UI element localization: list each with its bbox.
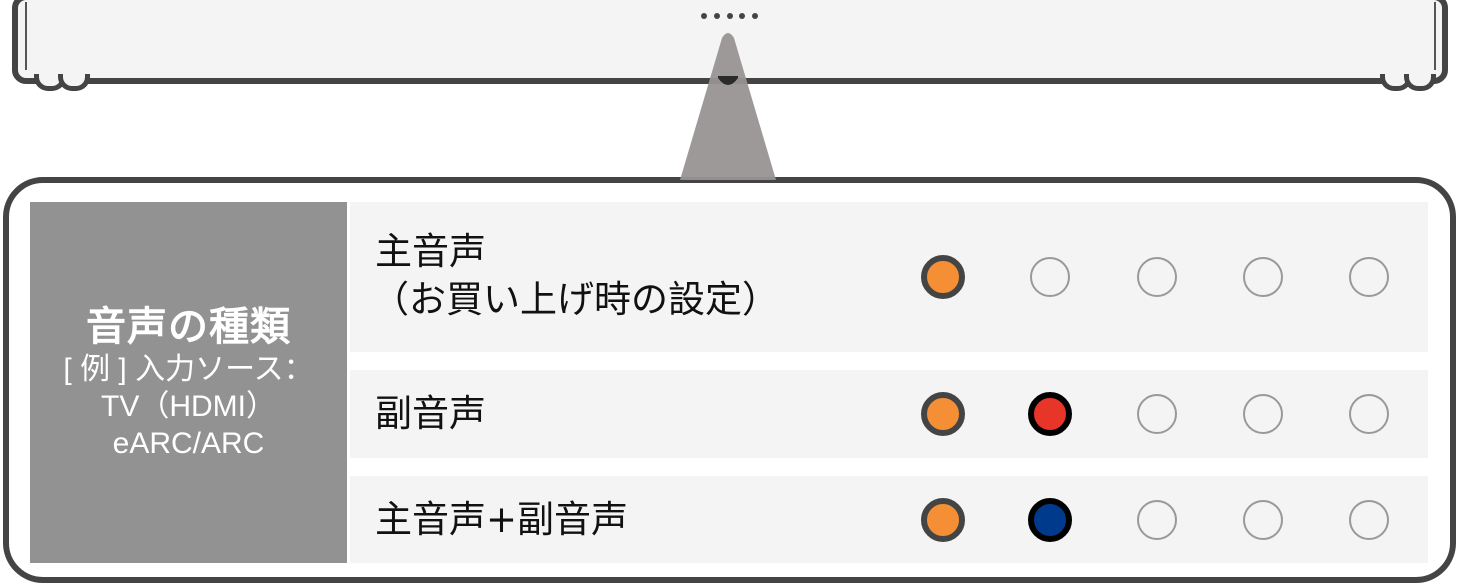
- lamp-off-icon: [1030, 257, 1070, 297]
- lamp-red-icon: [1028, 392, 1072, 436]
- lamp-off-icon: [1137, 394, 1177, 434]
- header-subtitle-line: eARC/ARC: [112, 427, 265, 460]
- lamp-off-icon: [1243, 257, 1283, 297]
- lamp-off-icon: [1349, 394, 1389, 434]
- soundbar-foot: [58, 74, 90, 91]
- header-subtitle-line: TV（HDMI）: [101, 390, 276, 423]
- row-label: 副音声: [375, 392, 486, 435]
- indicator-dot-icon: [701, 13, 707, 19]
- lamp-off-icon: [1137, 500, 1177, 540]
- lamp-off-icon: [1243, 500, 1283, 540]
- indicator-dot-icon: [727, 13, 733, 19]
- header-subtitle-line: [ 例 ] 入力ソース：: [63, 353, 314, 386]
- lamp-off-icon: [1349, 257, 1389, 297]
- soundbar-right-edge: [1434, 2, 1436, 70]
- lamp-blue-icon: [1028, 498, 1072, 542]
- row-label: 主音声: [375, 230, 486, 273]
- soundbar-foot: [1404, 74, 1436, 91]
- lamp-off-icon: [1137, 257, 1177, 297]
- row-main-plus-sub-audio: 主音声+副音声: [350, 476, 1428, 563]
- lamp-off-icon: [1349, 500, 1389, 540]
- lamp-off-icon: [1243, 394, 1283, 434]
- header-title: 音声の種類: [86, 304, 291, 350]
- callout-cone-icon: [680, 33, 776, 180]
- soundbar-left-edge: [25, 2, 27, 70]
- row-label: 主音声+副音声: [375, 498, 629, 541]
- indicator-dot-icon: [752, 13, 758, 19]
- row-main-audio: 主音声 （お買い上げ時の設定）: [350, 202, 1428, 352]
- indicator-dot-icon: [739, 13, 745, 19]
- lamp-orange-icon: [921, 255, 965, 299]
- lamp-orange-icon: [921, 392, 965, 436]
- row-label-note: （お買い上げ時の設定）: [372, 278, 779, 321]
- lamp-orange-icon: [921, 498, 965, 542]
- indicator-dot-icon: [714, 13, 720, 19]
- header-cell: 音声の種類 [ 例 ] 入力ソース： TV（HDMI） eARC/ARC: [30, 202, 347, 563]
- row-sub-audio: 副音声: [350, 370, 1428, 458]
